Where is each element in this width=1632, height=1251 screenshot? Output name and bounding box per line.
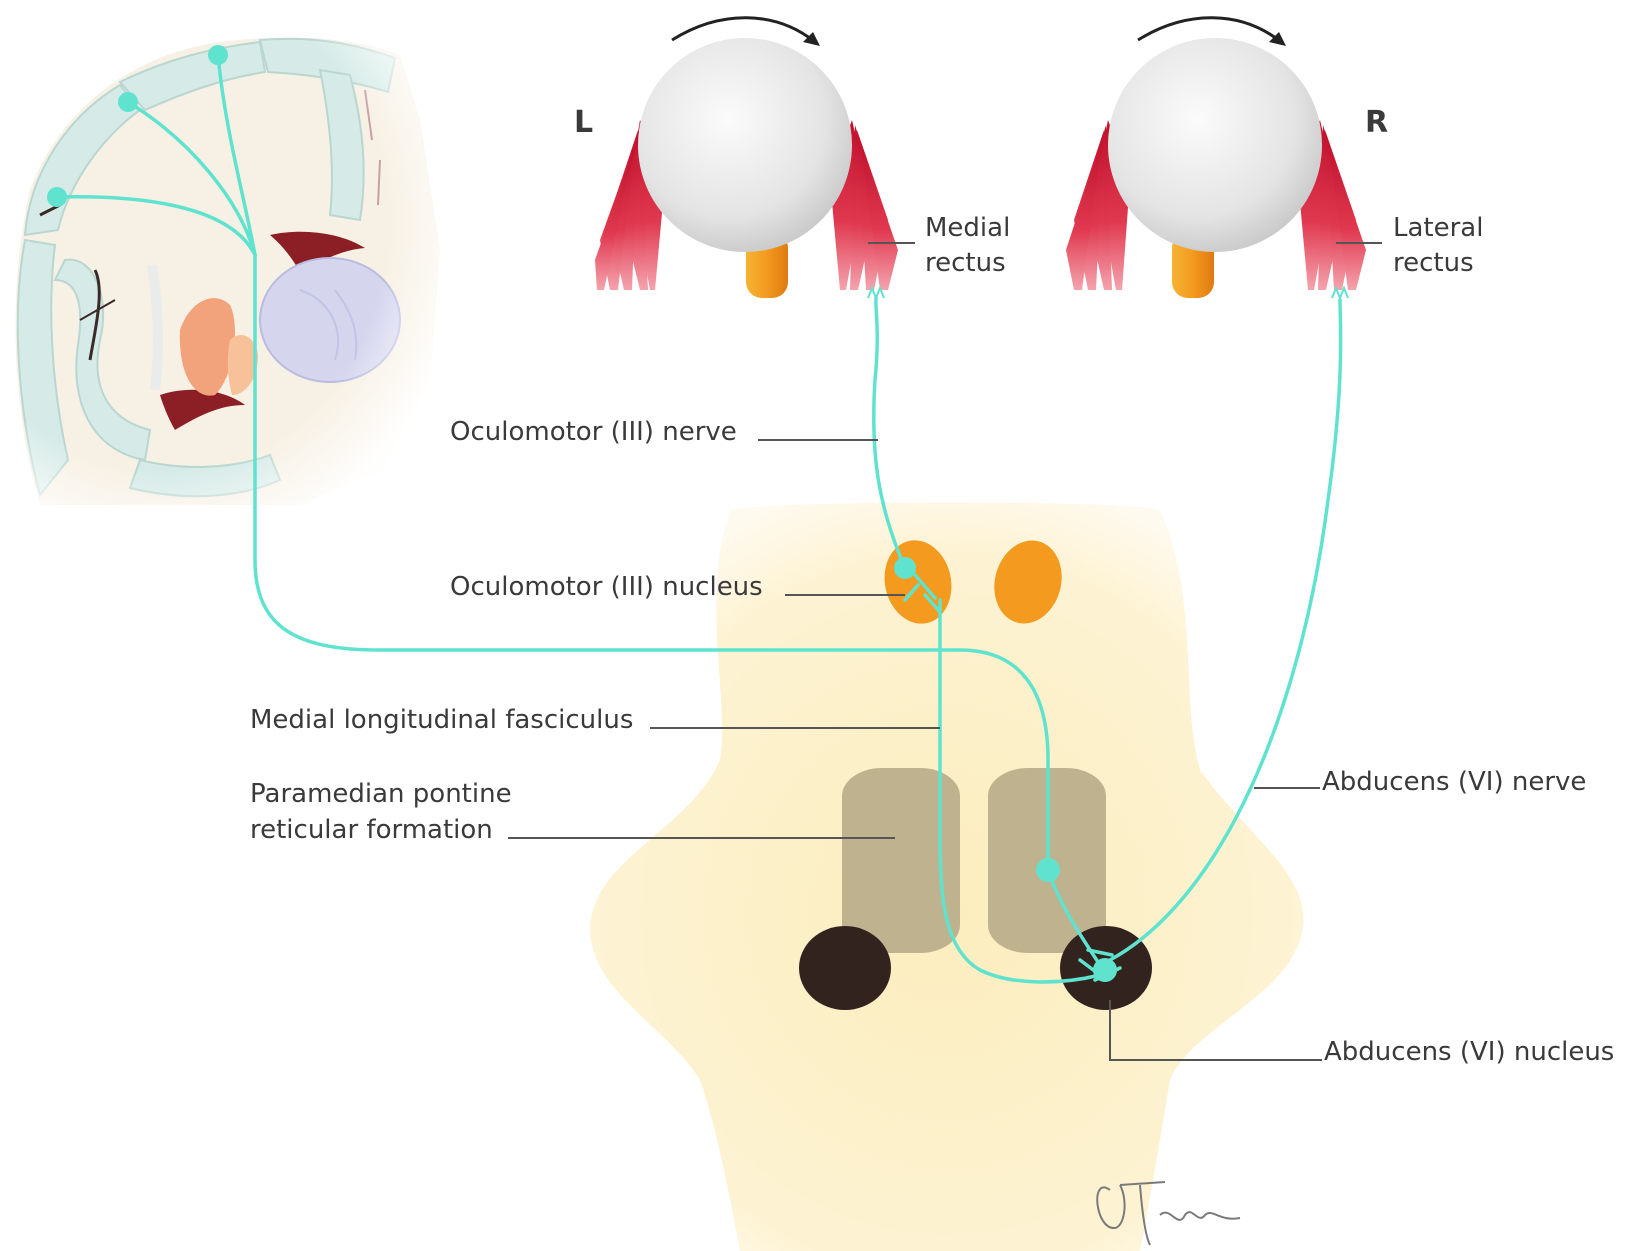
mlf-label: Medial longitudinal fasciculus	[250, 705, 633, 735]
left-eye	[595, 18, 898, 298]
brain-coronal-section	[16, 38, 440, 505]
right-eye	[1066, 18, 1366, 298]
oculomotor-nucleus-node	[894, 557, 916, 579]
pprf-node	[1036, 858, 1060, 882]
lateral-rectus-label-line1: Lateral	[1393, 213, 1483, 243]
abducens-nucleus-left	[799, 926, 891, 1010]
medial-rectus-label-line1: Medial	[925, 213, 1010, 243]
side-label-right: R	[1365, 105, 1388, 140]
cortex-node-2	[118, 92, 138, 112]
abducens-nucleus-node	[1093, 958, 1117, 982]
eyeball-right	[1108, 38, 1322, 252]
cortex-node-3	[47, 187, 67, 207]
abducens-nerve-label: Abducens (VI) nerve	[1322, 767, 1586, 797]
eyeball-left	[638, 38, 852, 252]
pprf-left	[842, 768, 960, 953]
pprf-label-line2: reticular formation	[250, 815, 493, 845]
lateral-rectus-label-line2: rectus	[1393, 248, 1474, 278]
medial-rectus-label-line2: rectus	[925, 248, 1006, 278]
cortex-node-1	[208, 45, 228, 65]
pprf-label-line1: Paramedian pontine	[250, 779, 512, 809]
oculomotor-nerve-label: Oculomotor (III) nerve	[450, 417, 737, 447]
oculomotor-nucleus-label: Oculomotor (III) nucleus	[450, 572, 763, 602]
side-label-left: L	[574, 105, 593, 140]
abducens-nucleus-label: Abducens (VI) nucleus	[1324, 1037, 1614, 1067]
